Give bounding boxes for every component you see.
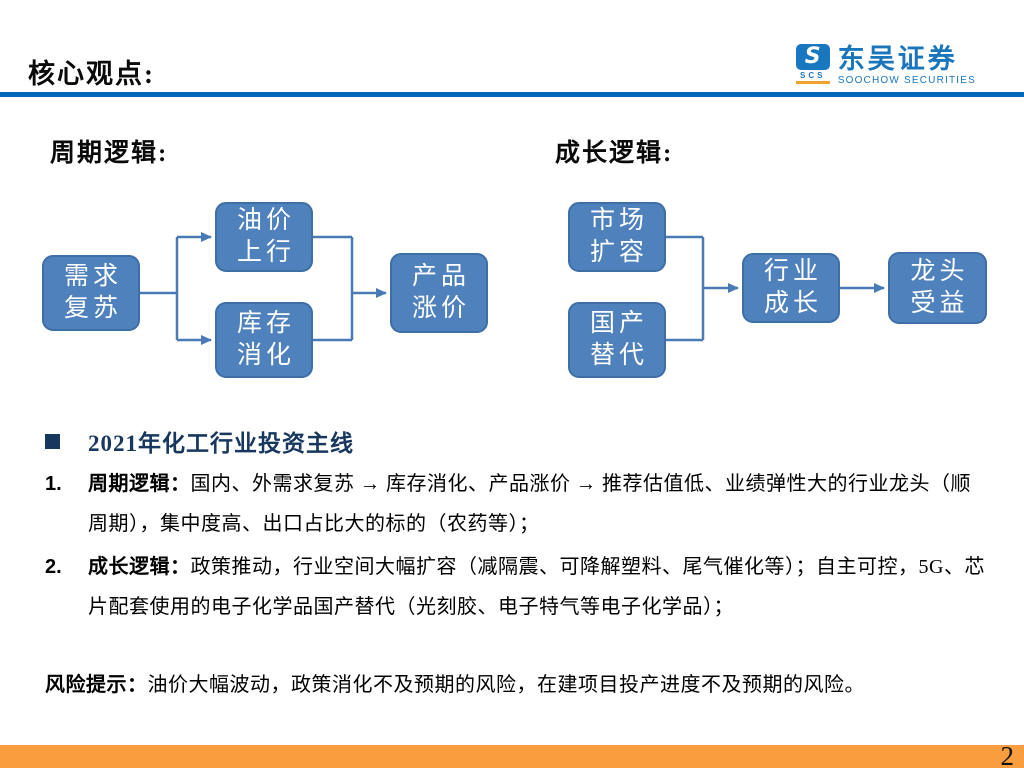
investment-points-list: 1. 周期逻辑：国内、外需求复苏 → 库存消化、产品涨价 → 推荐估值低、业绩弹… [45, 464, 990, 630]
page-title: 核心观点: [28, 59, 155, 89]
node-line: 国产 [589, 310, 648, 337]
cycle-logic-title: 周期逻辑: [50, 140, 169, 167]
header-divider [0, 92, 1024, 97]
node-industry-growth: 行业 成长 [742, 253, 840, 323]
logo-name-cn: 东吴证券 [837, 44, 958, 74]
list-item-lead: 成长逻辑： [88, 556, 191, 578]
growth-logic-title: 成长逻辑: [555, 140, 674, 167]
node-leader-benefit: 龙头 受益 [888, 252, 987, 324]
node-line: 受益 [910, 290, 969, 317]
logo-s-icon: S [804, 44, 821, 69]
page-number: 2 [1000, 741, 1015, 771]
node-inventory-digestion: 库存 消化 [215, 302, 313, 378]
list-item-body: 国内、外需求复苏 → 库存消化、产品涨价 → 推荐估值低、业绩弹性大的行业龙头（… [88, 473, 971, 535]
node-oil-price-up: 油价 上行 [215, 202, 313, 272]
node-line: 产品 [411, 263, 470, 290]
cycle-connectors [140, 232, 387, 345]
soochow-securities-logo: S SCS 东吴证券 SOOCHOW SECURITIES [795, 44, 976, 86]
cycle-logic-diagram: 需求 复苏 油价 上行 库存 消化 产品 涨价 [30, 190, 500, 390]
node-line: 替代 [589, 342, 648, 369]
list-item: 1. 周期逻辑：国内、外需求复苏 → 库存消化、产品涨价 → 推荐估值低、业绩弹… [45, 464, 990, 544]
node-product-price-rise: 产品 涨价 [390, 253, 488, 333]
risk-warning-text: 油价大幅波动，政策消化不及预期的风险，在建项目投产进度不及预期的风险。 [147, 674, 865, 696]
logo-scs-text: SCS [799, 71, 826, 80]
node-line: 扩容 [589, 239, 648, 266]
node-line: 复苏 [63, 295, 122, 322]
node-line: 油价 [236, 207, 295, 234]
logo-orange-bar [795, 81, 830, 84]
logo-wordmark: 东吴证券 SOOCHOW SECURITIES [838, 44, 976, 86]
list-item-text: 周期逻辑：国内、外需求复苏 → 库存消化、产品涨价 → 推荐估值低、业绩弹性大的… [88, 464, 990, 544]
logo-emblem-square: S [795, 44, 830, 70]
node-line: 涨价 [411, 295, 470, 322]
list-item-lead: 周期逻辑： [88, 473, 191, 495]
growth-connectors [666, 235, 885, 342]
list-item-body: 政策推动，行业空间大幅扩容（减隔震、可降解塑料、尾气催化等）；自主可控，5G、芯… [88, 556, 985, 618]
square-bullet-icon [45, 433, 60, 449]
node-line: 消化 [236, 342, 295, 369]
node-line: 上行 [236, 239, 295, 266]
risk-warning-lead: 风险提示： [45, 674, 148, 696]
section-title: 2021年化工行业投资主线 [88, 431, 354, 456]
risk-warning: 风险提示：油价大幅波动，政策消化不及预期的风险，在建项目投产进度不及预期的风险。 [45, 668, 995, 702]
list-item-number: 2. [45, 556, 62, 578]
node-line: 市场 [589, 207, 648, 234]
node-demand-recovery: 需求 复苏 [42, 255, 140, 331]
node-line: 库存 [236, 310, 295, 337]
footer-bar [0, 745, 1024, 768]
node-domestic-substitution: 国产 替代 [568, 302, 666, 378]
node-line: 行业 [763, 258, 822, 285]
node-line: 成长 [763, 290, 822, 317]
node-line: 龙头 [910, 258, 969, 285]
logo-name-en: SOOCHOW SECURITIES [837, 75, 976, 86]
list-item: 2. 成长逻辑：政策推动，行业空间大幅扩容（减隔震、可降解塑料、尾气催化等）；自… [45, 547, 990, 627]
list-item-text: 成长逻辑：政策推动，行业空间大幅扩容（减隔震、可降解塑料、尾气催化等）；自主可控… [88, 547, 990, 627]
list-item-number: 1. [45, 473, 62, 495]
logo-emblem: S SCS [795, 44, 831, 84]
node-line: 需求 [63, 263, 122, 290]
node-market-expansion: 市场 扩容 [568, 202, 666, 272]
growth-logic-diagram: 市场 扩容 国产 替代 行业 成长 龙头 受益 [530, 190, 1000, 390]
section-heading: 2021年化工行业投资主线 [45, 424, 354, 458]
